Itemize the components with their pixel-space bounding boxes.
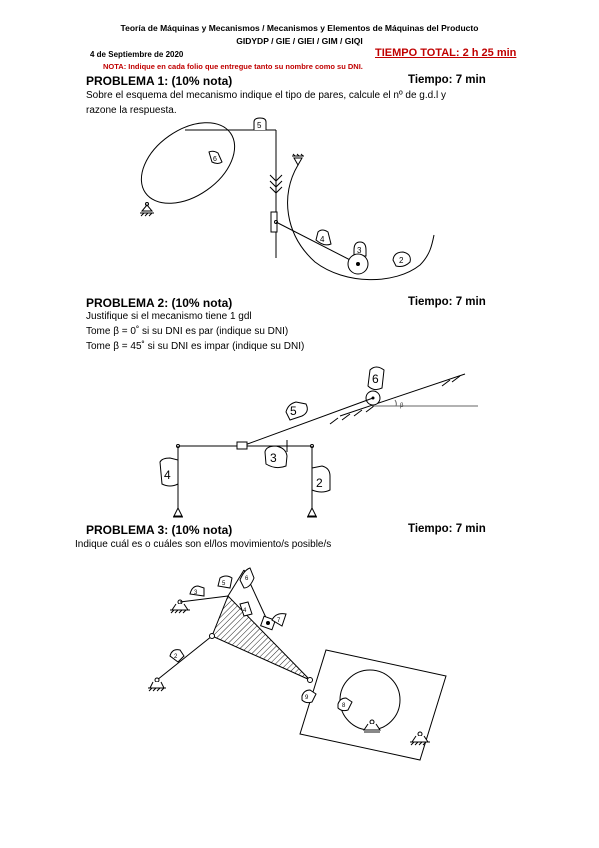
- problem-2-time: Tiempo: 7 min: [408, 296, 486, 308]
- p3-label-7: 7: [277, 618, 281, 624]
- problem-2-diagram: β 6 5 3 4 2: [159, 366, 478, 518]
- problem-1-title: PROBLEMA 1: (10% nota): [86, 74, 233, 88]
- total-time: TIEMPO TOTAL: 2 h 25 min: [375, 47, 517, 59]
- problem-2-text-3: Tome β = 45˚ si su DNI es impar (indique…: [86, 341, 305, 352]
- p3-label-9: 9: [305, 695, 309, 701]
- problem-1-text-1: Sobre el esquema del mecanismo indique e…: [86, 90, 446, 101]
- p1-label-6: 6: [213, 156, 217, 163]
- note: NOTA: Indique en cada folio que entregue…: [103, 62, 363, 71]
- p2-label-3: 3: [270, 451, 277, 465]
- problem-2-text-1: Justifique si el mecanismo tiene 1 gdl: [86, 311, 252, 322]
- p1-label-4: 4: [320, 235, 325, 244]
- p1-label-2: 2: [399, 256, 404, 265]
- problem-3-diagram: 3 5 6 4 7 2 9 8: [148, 567, 447, 761]
- p2-label-2: 2: [316, 476, 323, 490]
- problem-3-time: Tiempo: 7 min: [408, 523, 486, 535]
- course-title: Teoría de Máquinas y Mecanismos / Mecani…: [120, 23, 479, 33]
- p3-label-8: 8: [342, 703, 346, 709]
- p3-label-6: 6: [245, 576, 249, 582]
- problem-3-title: PROBLEMA 3: (10% nota): [86, 523, 233, 537]
- p2-label-5: 5: [290, 404, 297, 418]
- problem-1-text-2: razone la respuesta.: [86, 105, 177, 116]
- p1-label-3: 3: [357, 246, 362, 255]
- p1-label-5: 5: [257, 121, 262, 130]
- exam-date: 4 de Septiembre de 2020: [90, 50, 184, 59]
- problem-1-time: Tiempo: 7 min: [408, 74, 486, 86]
- p2-label-beta: β: [400, 403, 404, 409]
- problem-2-text-2: Tome β = 0˚ si su DNI es par (indique su…: [86, 326, 289, 337]
- problem-2-title: PROBLEMA 2: (10% nota): [86, 296, 233, 310]
- problem-1-diagram: 5 6 4 3 2: [140, 117, 435, 281]
- p3-label-5: 5: [222, 581, 226, 587]
- p2-label-6: 6: [372, 372, 379, 386]
- problem-3-text: Indique cuál es o cuáles son el/los movi…: [75, 539, 332, 550]
- p3-label-4: 4: [243, 608, 247, 614]
- p3-label-2: 2: [174, 654, 178, 660]
- p2-label-4: 4: [164, 468, 171, 482]
- p3-label-3: 3: [194, 590, 198, 596]
- degree-codes: GIDYDP / GIE / GIEI / GIM / GIQI: [236, 36, 363, 46]
